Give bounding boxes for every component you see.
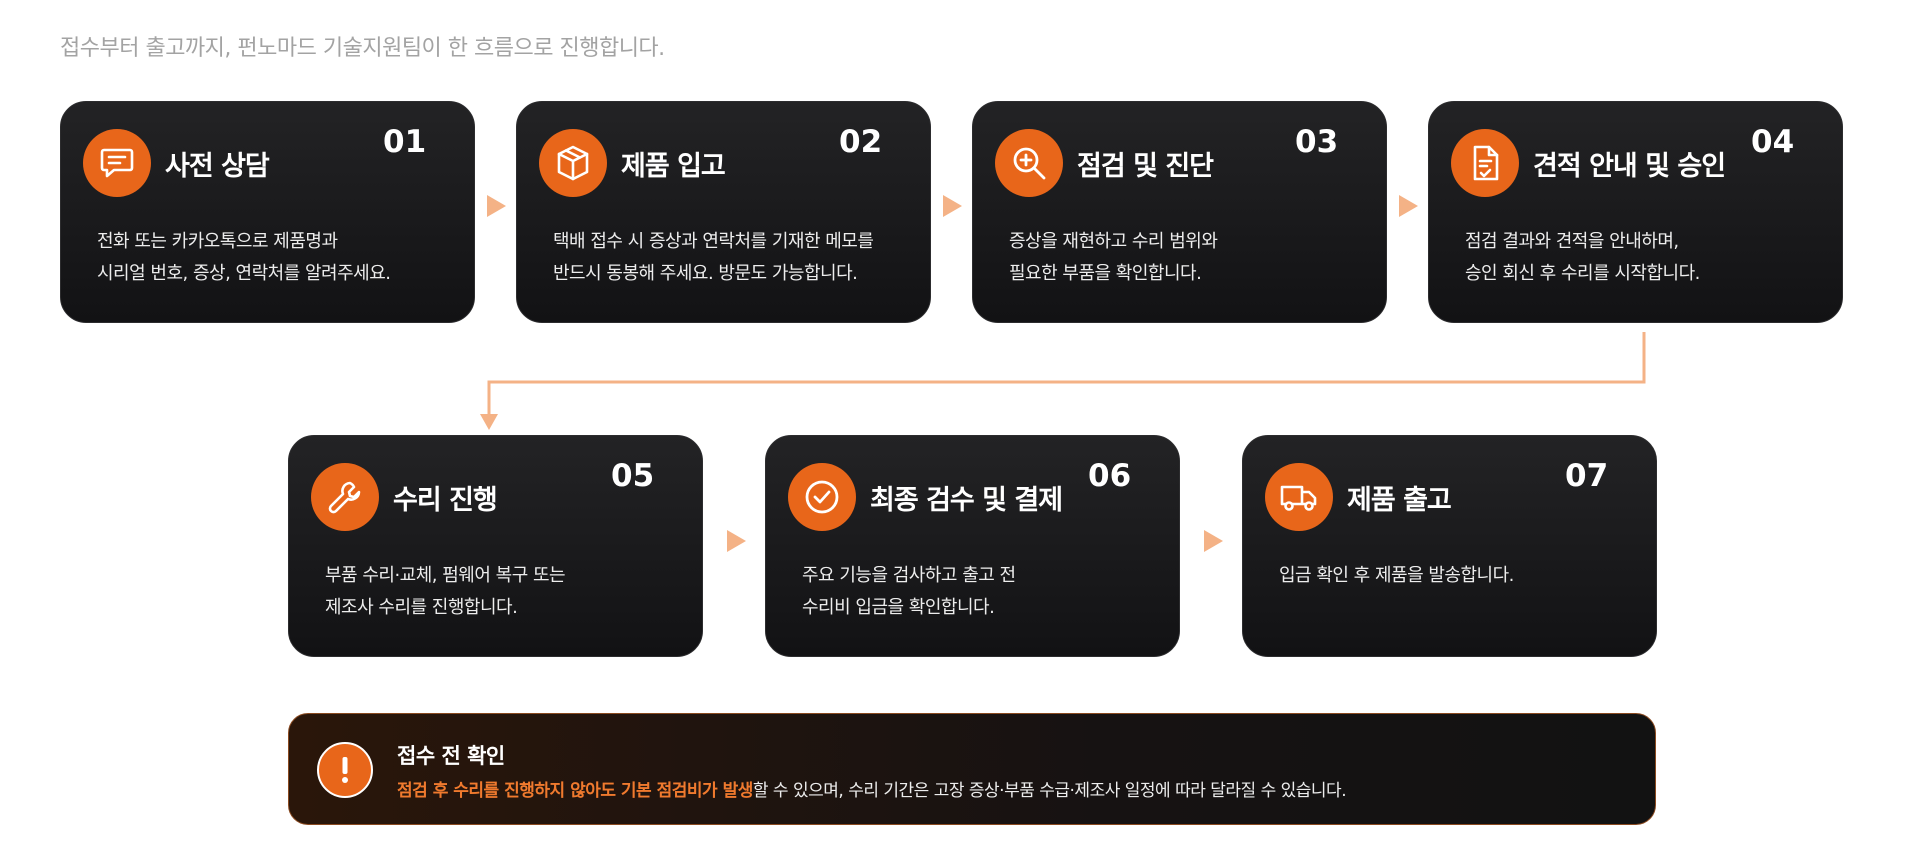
- flow-arrow: [1399, 195, 1418, 217]
- document-check-icon: [1451, 129, 1519, 197]
- exclamation-icon: [317, 742, 373, 798]
- box-icon: [539, 129, 607, 197]
- notice-highlight: 점검 후 수리를 진행하지 않아도 기본 점검비가 발생: [397, 781, 753, 801]
- flow-arrow: [1204, 530, 1223, 552]
- step-description: 점검 결과와 견적을 안내하며,승인 회신 후 수리를 시작합니다.: [1465, 231, 1700, 284]
- check-circle-icon: [788, 463, 856, 531]
- step-number: 04: [1751, 124, 1795, 160]
- step-title: 수리 진행: [393, 485, 498, 516]
- wrench-icon: [311, 463, 379, 531]
- flow-arrow: [727, 530, 746, 552]
- step-title: 견적 안내 및 승인: [1533, 151, 1726, 182]
- step-number: 01: [383, 124, 427, 160]
- step-description: 입금 확인 후 제품을 발송합니다.: [1279, 565, 1514, 586]
- zoom-in-icon: [995, 129, 1063, 197]
- chat-icon: [83, 129, 151, 197]
- step-card-04: 견적 안내 및 승인 04 점검 결과와 견적을 안내하며,승인 회신 후 수리…: [1428, 101, 1843, 323]
- step-number: 07: [1565, 458, 1609, 494]
- step-title: 점검 및 진단: [1077, 151, 1214, 182]
- notice-rest: 할 수 있으며, 수리 기간은 고장 증상·부품 수급·제조사 일정에 따라 달…: [752, 781, 1347, 801]
- intro-text: 접수부터 출고까지, 펀노마드 기술지원팀이 한 흐름으로 진행합니다.: [60, 36, 665, 61]
- notice-title: 접수 전 확인: [397, 744, 505, 768]
- step-title: 제품 출고: [1347, 485, 1452, 516]
- truck-icon: [1265, 463, 1333, 531]
- step-number: 02: [839, 124, 883, 160]
- step-title: 최종 검수 및 결제: [870, 485, 1063, 516]
- flow-arrow: [943, 195, 962, 217]
- step-number: 03: [1295, 124, 1339, 160]
- step-title: 제품 입고: [621, 151, 726, 182]
- step-title: 사전 상담: [165, 151, 270, 182]
- step-number: 06: [1088, 458, 1132, 494]
- step-number: 05: [611, 458, 655, 494]
- notice-box: 접수 전 확인 점검 후 수리를 진행하지 않아도 기본 점검비가 발생할 수 …: [288, 713, 1656, 825]
- flow-arrow: [487, 195, 506, 217]
- step-card-07: 제품 출고 07 입금 확인 후 제품을 발송합니다.: [1242, 435, 1657, 657]
- notice-body: 점검 후 수리를 진행하지 않아도 기본 점검비가 발생할 수 있으며, 수리 …: [397, 776, 1347, 801]
